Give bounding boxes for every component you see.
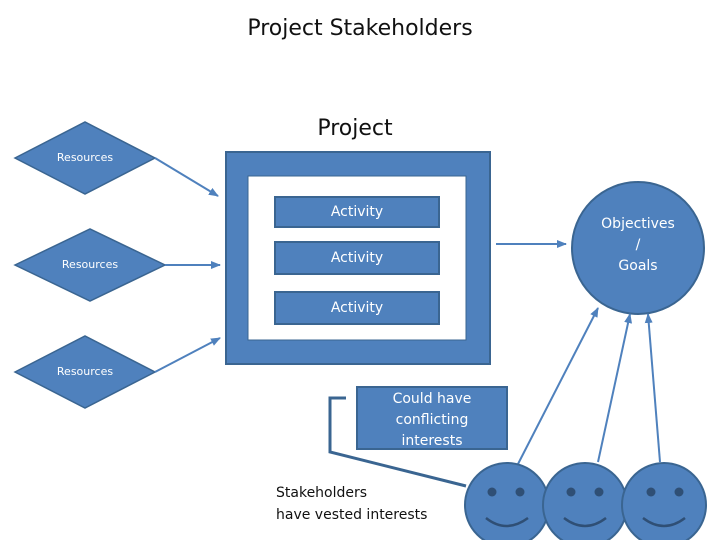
arrow-stakeholder-3-to-objectives (644, 313, 661, 463)
conflict-box: Could have conflicting interests (356, 386, 508, 450)
objectives-line-2: / (635, 237, 641, 253)
objectives-circle (571, 181, 705, 315)
arrow-resources-bottom (154, 337, 221, 373)
conflict-line-1: Could have (392, 391, 472, 407)
arrow-resources-top (154, 157, 219, 197)
objectives-line-1: Objectives (601, 216, 675, 232)
stakeholder-face-3 (621, 462, 707, 540)
arrow-stakeholder-1-to-objectives (517, 307, 599, 465)
conflict-line-3: interests (401, 433, 463, 449)
stakeholders-text: Stakeholders have vested interests (276, 482, 427, 526)
conflict-line-2: conflicting (395, 412, 469, 428)
activity-box-3: Activity (274, 291, 440, 325)
resources-label-top: Resources (56, 151, 114, 164)
resources-label-bottom: Resources (56, 365, 114, 378)
arrow-stakeholder-2-to-objectives (597, 313, 633, 463)
stakeholder-face-2 (542, 462, 628, 540)
stakeholder-face-1 (464, 462, 550, 540)
resources-label-middle: Resources (61, 258, 119, 271)
activity-box-2: Activity (274, 241, 440, 275)
project-label: Project (317, 116, 393, 141)
activity-box-1: Activity (274, 196, 440, 228)
conflict-bracket (328, 396, 467, 488)
objectives-text: Objectives / Goals (576, 214, 700, 277)
objectives-line-3: Goals (618, 258, 658, 274)
stakeholders-line-2: have vested interests (276, 507, 428, 523)
stakeholders-line-1: Stakeholders (276, 485, 368, 501)
page-title: Project Stakeholders (247, 16, 473, 41)
